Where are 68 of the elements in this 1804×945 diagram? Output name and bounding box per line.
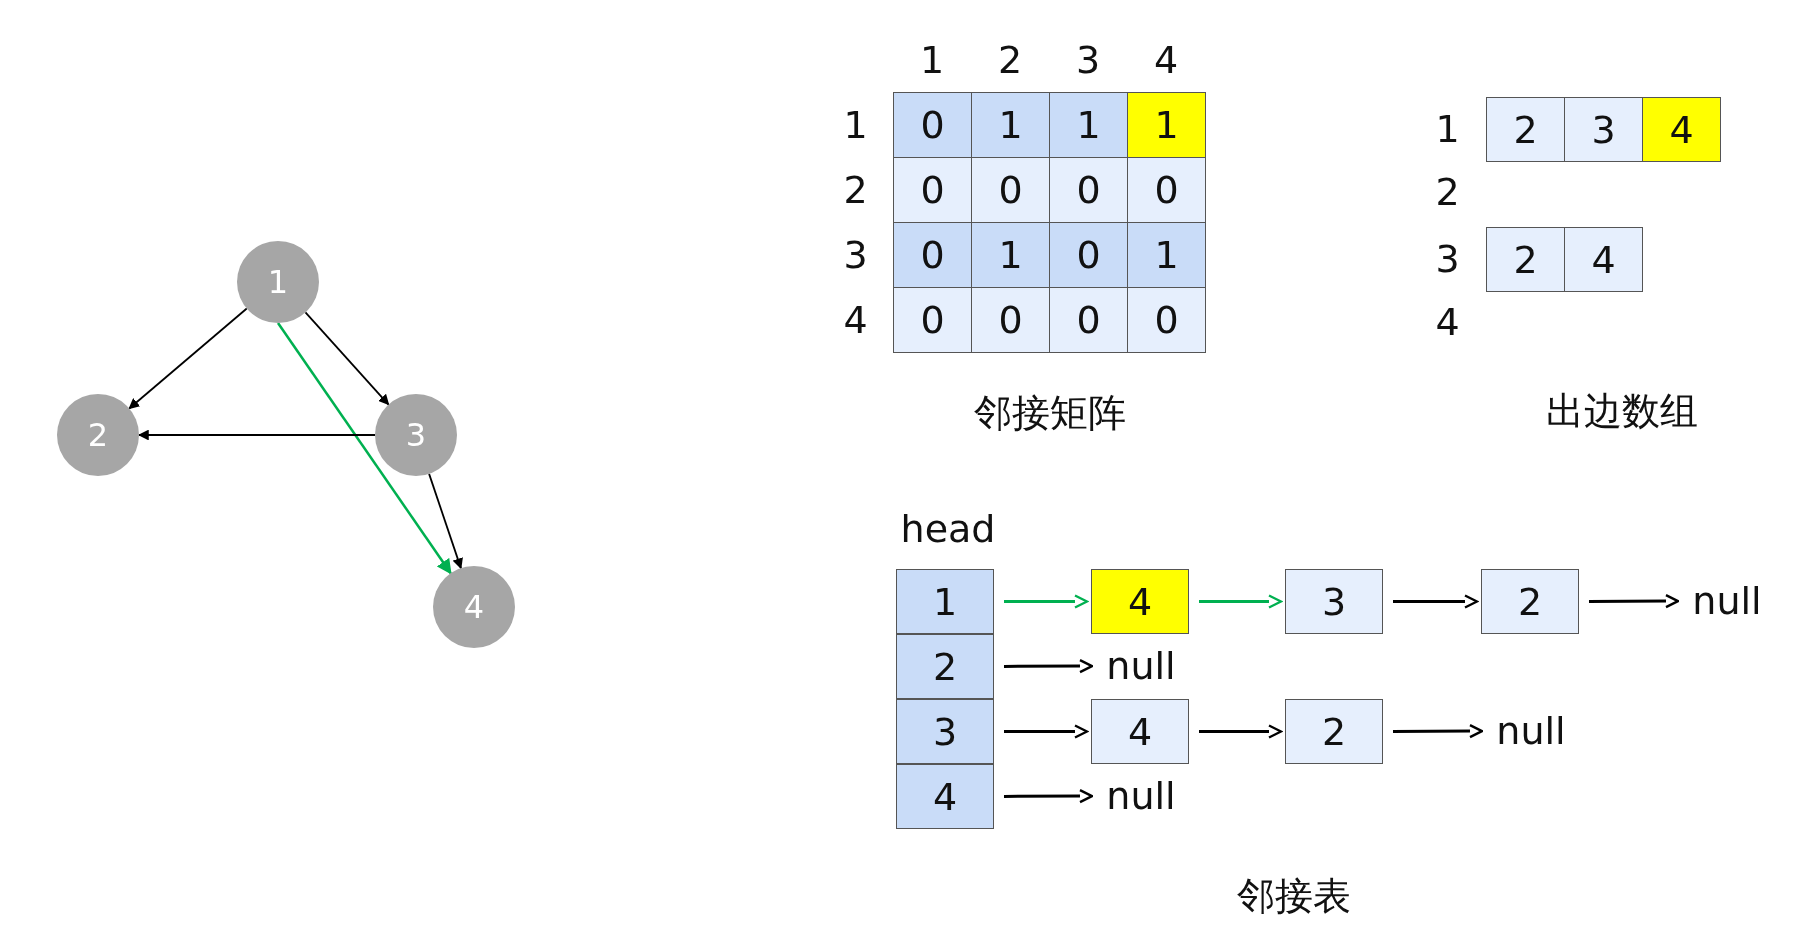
column-index: 1 bbox=[918, 37, 946, 84]
arrow bbox=[1004, 594, 1089, 609]
caption: 邻接矩阵 bbox=[973, 390, 1127, 437]
array-cell: 4 bbox=[1642, 97, 1721, 162]
matrix-cell: 0 bbox=[893, 222, 972, 288]
list-cell: 4 bbox=[1091, 699, 1189, 764]
array-cell: 3 bbox=[1564, 97, 1643, 162]
list-cell: 4 bbox=[1091, 569, 1189, 634]
row-index: 1 bbox=[1434, 106, 1461, 153]
arrow bbox=[137, 429, 376, 441]
column-index: 4 bbox=[1152, 37, 1180, 84]
arrow bbox=[128, 307, 248, 410]
array-cell: 2 bbox=[1486, 97, 1565, 162]
column-index: 3 bbox=[1074, 37, 1102, 84]
matrix-cell: 1 bbox=[1049, 92, 1128, 158]
null-text: null bbox=[1096, 641, 1186, 691]
matrix-cell: 0 bbox=[893, 157, 972, 223]
list-cell: 3 bbox=[896, 699, 994, 764]
graph-vertex: 3 bbox=[375, 394, 457, 476]
row-index: 2 bbox=[1434, 169, 1461, 216]
arrow bbox=[304, 311, 390, 406]
matrix-cell: 1 bbox=[1127, 92, 1206, 158]
matrix-cell: 1 bbox=[971, 92, 1050, 158]
matrix-cell: 0 bbox=[1127, 157, 1206, 223]
arrow bbox=[1004, 724, 1089, 739]
arrow bbox=[1589, 593, 1680, 609]
list-cell: 2 bbox=[1285, 699, 1383, 764]
matrix-cell: 0 bbox=[893, 287, 972, 353]
matrix-cell: 1 bbox=[1127, 222, 1206, 288]
list-cell: 4 bbox=[896, 764, 994, 829]
row-index: 1 bbox=[842, 101, 869, 149]
graph-vertex: 2 bbox=[57, 394, 139, 476]
arrow bbox=[1393, 594, 1479, 609]
null-text: null bbox=[1682, 576, 1772, 626]
null-text: null bbox=[1486, 706, 1576, 756]
arrow bbox=[1004, 788, 1094, 804]
matrix-cell: 0 bbox=[971, 157, 1050, 223]
arrow bbox=[428, 472, 463, 570]
row-index: 2 bbox=[842, 166, 869, 214]
arrow bbox=[276, 322, 452, 575]
list-cell: 1 bbox=[896, 569, 994, 634]
row-index: 3 bbox=[842, 231, 869, 279]
column-heading: head bbox=[899, 506, 997, 553]
matrix-cell: 0 bbox=[971, 287, 1050, 353]
matrix-cell: 0 bbox=[1049, 157, 1128, 223]
matrix-cell: 0 bbox=[893, 92, 972, 158]
matrix-cell: 1 bbox=[971, 222, 1050, 288]
matrix-cell: 0 bbox=[1127, 287, 1206, 353]
array-cell: 2 bbox=[1486, 227, 1565, 292]
caption: 邻接表 bbox=[1236, 873, 1352, 920]
row-index: 4 bbox=[1434, 299, 1461, 346]
arrow bbox=[1004, 658, 1094, 674]
graph-vertex: 4 bbox=[433, 566, 515, 648]
list-cell: 2 bbox=[896, 634, 994, 699]
row-index: 4 bbox=[842, 296, 869, 344]
list-cell: 3 bbox=[1285, 569, 1383, 634]
caption: 出边数组 bbox=[1545, 388, 1699, 435]
array-cell: 4 bbox=[1564, 227, 1643, 292]
row-index: 3 bbox=[1434, 236, 1461, 283]
matrix-cell: 0 bbox=[1049, 222, 1128, 288]
column-index: 2 bbox=[996, 37, 1024, 84]
list-cell: 2 bbox=[1481, 569, 1579, 634]
arrow bbox=[1393, 723, 1484, 739]
matrix-cell: 0 bbox=[1049, 287, 1128, 353]
arrow bbox=[1199, 594, 1283, 609]
graph-vertex: 1 bbox=[237, 241, 319, 323]
arrow bbox=[1199, 724, 1283, 739]
null-text: null bbox=[1096, 771, 1186, 821]
